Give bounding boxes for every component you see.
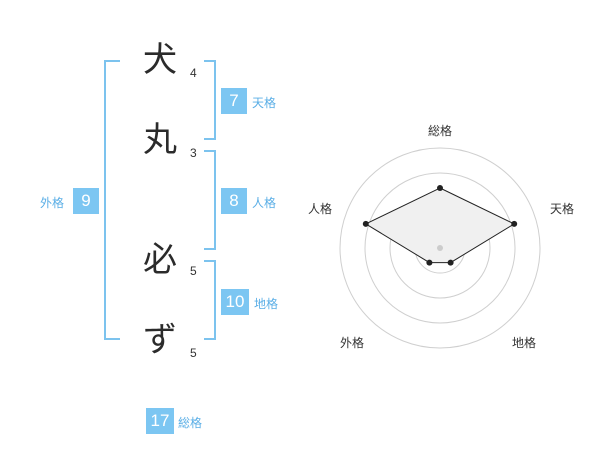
gaikaku-value: 9 [73,188,99,214]
radar-ring [339,147,541,349]
stroke-count-1: 4 [190,66,197,80]
chikaku-label: 地格 [254,297,279,311]
jinkaku-value: 8 [221,188,247,214]
jinkaku-label: 人格 [252,196,277,210]
radar-ring [364,172,516,324]
radar-point-1 [437,185,443,191]
soukaku-value: 17 [146,408,174,434]
radar-point-3 [447,259,454,266]
radar-area [364,187,516,264]
stroke-count-2: 3 [190,146,197,160]
radar-axis-label-chikaku: 地格 [511,336,536,350]
name-char-1: 犬 [143,40,177,80]
radar-axis-label-gaikaku: 外格 [339,336,364,350]
soukaku-label: 総格 [178,416,203,430]
stroke-count-3: 5 [190,264,197,278]
radar-center-dot [437,245,443,251]
chikaku-value: 10 [221,289,249,315]
tenkaku-value: 7 [221,88,247,114]
radar-point-2 [511,220,518,227]
tenkaku-bracket [204,60,216,140]
chikaku-bracket [204,260,216,340]
radar-point-5 [362,220,369,227]
tenkaku-label: 天格 [252,96,277,110]
name-char-3: 必 [143,240,177,280]
name-char-2: 丸 [143,120,177,160]
jinkaku-bracket [204,150,216,250]
radar-axis-label-jinkaku: 人格 [307,202,332,216]
gaikaku-bracket [104,60,120,340]
radar-chart [339,147,541,349]
gaikaku-label: 外格 [40,196,65,210]
radar-axis-label-tenkaku: 天格 [549,202,574,216]
radar-point-4 [426,259,433,266]
stroke-count-4: 5 [190,346,197,360]
name-char-4: ず [143,320,177,360]
radar-axis-label-soukaku: 総格 [427,124,452,138]
